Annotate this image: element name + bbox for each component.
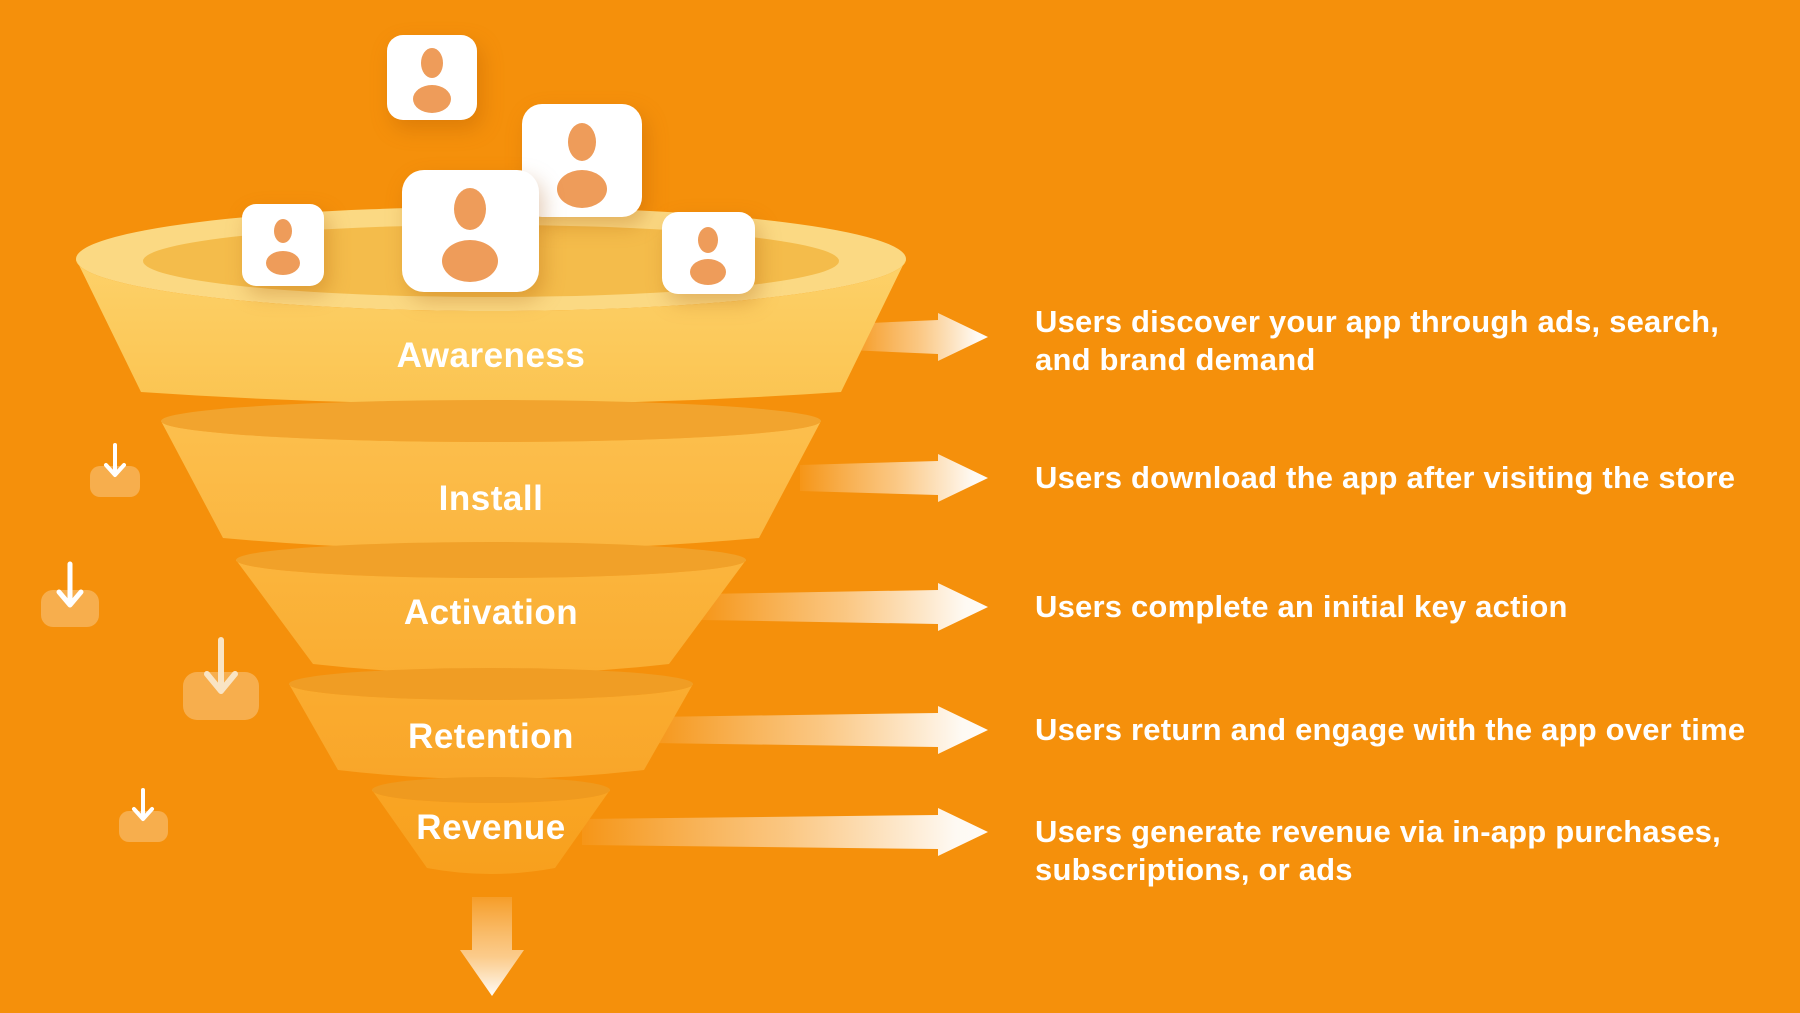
- stage-body: [76, 259, 906, 404]
- stage-label-revenue: Revenue: [416, 808, 565, 847]
- description-retention: Users return and engage with the app ove…: [1035, 711, 1765, 749]
- person-body: [413, 85, 451, 113]
- stage-label-awareness: Awareness: [397, 336, 586, 375]
- stage-label-retention: Retention: [408, 717, 574, 756]
- description-install: Users download the app after visiting th…: [1035, 459, 1765, 497]
- description-line: Users discover your app through ads, sea…: [1035, 304, 1720, 339]
- description-awareness: Users discover your app through ads, sea…: [1035, 303, 1765, 379]
- card-background: [402, 170, 539, 292]
- stage-body: [289, 684, 693, 779]
- person-head: [454, 188, 486, 230]
- description-activation: Users complete an initial key action: [1035, 588, 1765, 626]
- down-arrow-badge-1: [90, 443, 140, 497]
- description-revenue: Users generate revenue via in-app purcha…: [1035, 813, 1765, 889]
- person-body: [442, 240, 498, 282]
- down-arrow-icon: [132, 788, 154, 821]
- flow-arrow-icon-revenue: [582, 808, 988, 856]
- down-arrow-badge-2: [41, 561, 99, 627]
- user-card-4: [242, 204, 324, 286]
- description-line: Users complete an initial key action: [1035, 589, 1568, 624]
- badge-background: [41, 590, 99, 627]
- user-card-3: [402, 170, 539, 292]
- person-icon: [442, 188, 498, 282]
- down-arrow-icon: [56, 561, 84, 608]
- person-head: [568, 123, 596, 161]
- person-head: [274, 219, 292, 243]
- description-line: Users return and engage with the app ove…: [1035, 712, 1746, 747]
- funnel-stage-revenue: Revenue: [372, 777, 610, 874]
- down-arrow-badge-4: [119, 788, 168, 842]
- flow-arrow-icon-install: [800, 454, 988, 502]
- card-background: [242, 204, 324, 286]
- down-arrow-icon: [204, 637, 238, 694]
- person-icon: [266, 219, 300, 275]
- badge-background: [119, 811, 168, 842]
- down-arrow-badge-3: [183, 637, 259, 720]
- stage-lip: [161, 400, 821, 442]
- user-card-2: [522, 104, 642, 217]
- person-body: [557, 170, 607, 208]
- description-line: subscriptions, or ads: [1035, 852, 1353, 887]
- badge-background: [90, 466, 140, 497]
- description-line: Users download the app after visiting th…: [1035, 460, 1736, 495]
- description-line: and brand demand: [1035, 342, 1316, 377]
- badge-background: [183, 672, 259, 720]
- person-icon: [557, 123, 607, 208]
- person-icon: [690, 227, 726, 285]
- funnel-stage-activation: Activation: [236, 542, 746, 674]
- person-head: [698, 227, 718, 253]
- down-arrow-badges: [41, 443, 259, 842]
- funnel-stage-install: Install: [161, 400, 821, 550]
- person-head: [421, 48, 443, 78]
- funnel-stage-retention: Retention: [289, 668, 693, 779]
- user-card-5: [662, 212, 755, 294]
- stage-body: [372, 790, 610, 874]
- stage-lip: [372, 777, 610, 803]
- person-icon: [413, 48, 451, 113]
- stage-lip: [289, 668, 693, 700]
- down-arrow-icon: [104, 443, 126, 477]
- stage-body: [236, 560, 746, 674]
- user-card-1: [387, 35, 477, 120]
- flow-arrow-icon-awareness: [848, 313, 988, 361]
- card-background: [662, 212, 755, 294]
- stage-body: [161, 421, 821, 550]
- user-cards: [242, 35, 755, 294]
- funnel-output-arrow-icon: [460, 897, 524, 996]
- stage-label-activation: Activation: [404, 593, 578, 632]
- person-body: [266, 251, 300, 275]
- stage-lip: [236, 542, 746, 578]
- stage-label-install: Install: [439, 479, 544, 518]
- flow-arrow-icon-retention: [650, 706, 988, 754]
- flow-arrow-icon-activation: [700, 583, 988, 631]
- person-body: [690, 259, 726, 285]
- description-line: Users generate revenue via in-app purcha…: [1035, 814, 1721, 849]
- flow-arrows: [582, 313, 988, 856]
